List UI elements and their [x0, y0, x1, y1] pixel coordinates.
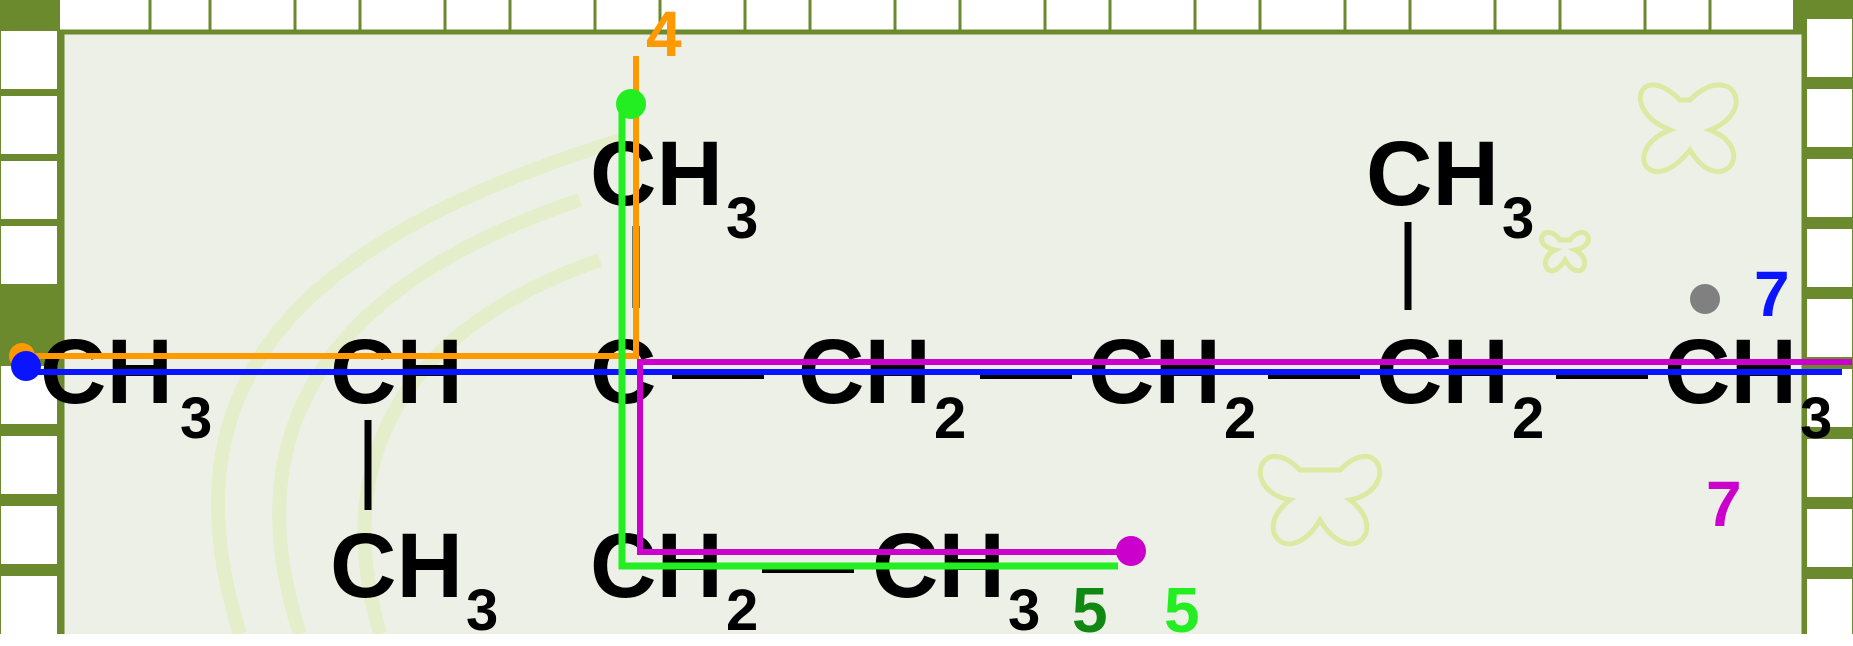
gray-marker-dot [1690, 284, 1720, 314]
methyl-bottom-c2-subscript: 3 [466, 578, 499, 643]
orange-chain [9, 56, 639, 369]
top-tile-row [60, 0, 1793, 30]
chain-c7-subscript: 3 [1800, 386, 1833, 451]
blue-chain [11, 351, 1842, 381]
bond-c4-c5: — [980, 317, 1072, 419]
vertical-bonds [364, 222, 1412, 510]
label-orange-chain: 4 [646, 0, 682, 70]
label-dark-green-chain: 5 [1072, 574, 1108, 646]
chain-c5-subscript: 2 [1224, 386, 1257, 451]
bond-c3-c4: — [672, 317, 764, 419]
ethyl-ch3-subscript: 3 [1008, 578, 1041, 643]
chain-c4-subscript: 2 [934, 386, 967, 451]
label-magenta-chain: 7 [1706, 468, 1742, 540]
left-tile-column [0, 0, 60, 634]
light-green-chain [616, 89, 1118, 570]
bond-c5-c6: — [1268, 317, 1360, 419]
methyl-top-c3-subscript: 3 [726, 186, 759, 251]
butterfly-decoration [1257, 82, 1739, 547]
chain-c1-subscript: 3 [180, 386, 213, 451]
label-light-green-chain: 5 [1164, 574, 1200, 646]
methyl-bottom-c2-group: CH [330, 515, 463, 617]
label-blue-chain: 7 [1754, 258, 1790, 330]
bond-c6-c7: — [1556, 317, 1648, 419]
methyl-top-c3-group: CH [590, 123, 723, 225]
decorative-swirl [211, 133, 623, 634]
ethyl-ch2-subscript: 2 [726, 578, 759, 643]
magenta-chain [637, 359, 1852, 566]
bond-ethyl: — [762, 511, 854, 613]
chain-c6-subscript: 2 [1512, 386, 1545, 451]
methyl-top-c6-group: CH [1366, 123, 1499, 225]
methyl-top-c6-subscript: 3 [1502, 186, 1535, 251]
